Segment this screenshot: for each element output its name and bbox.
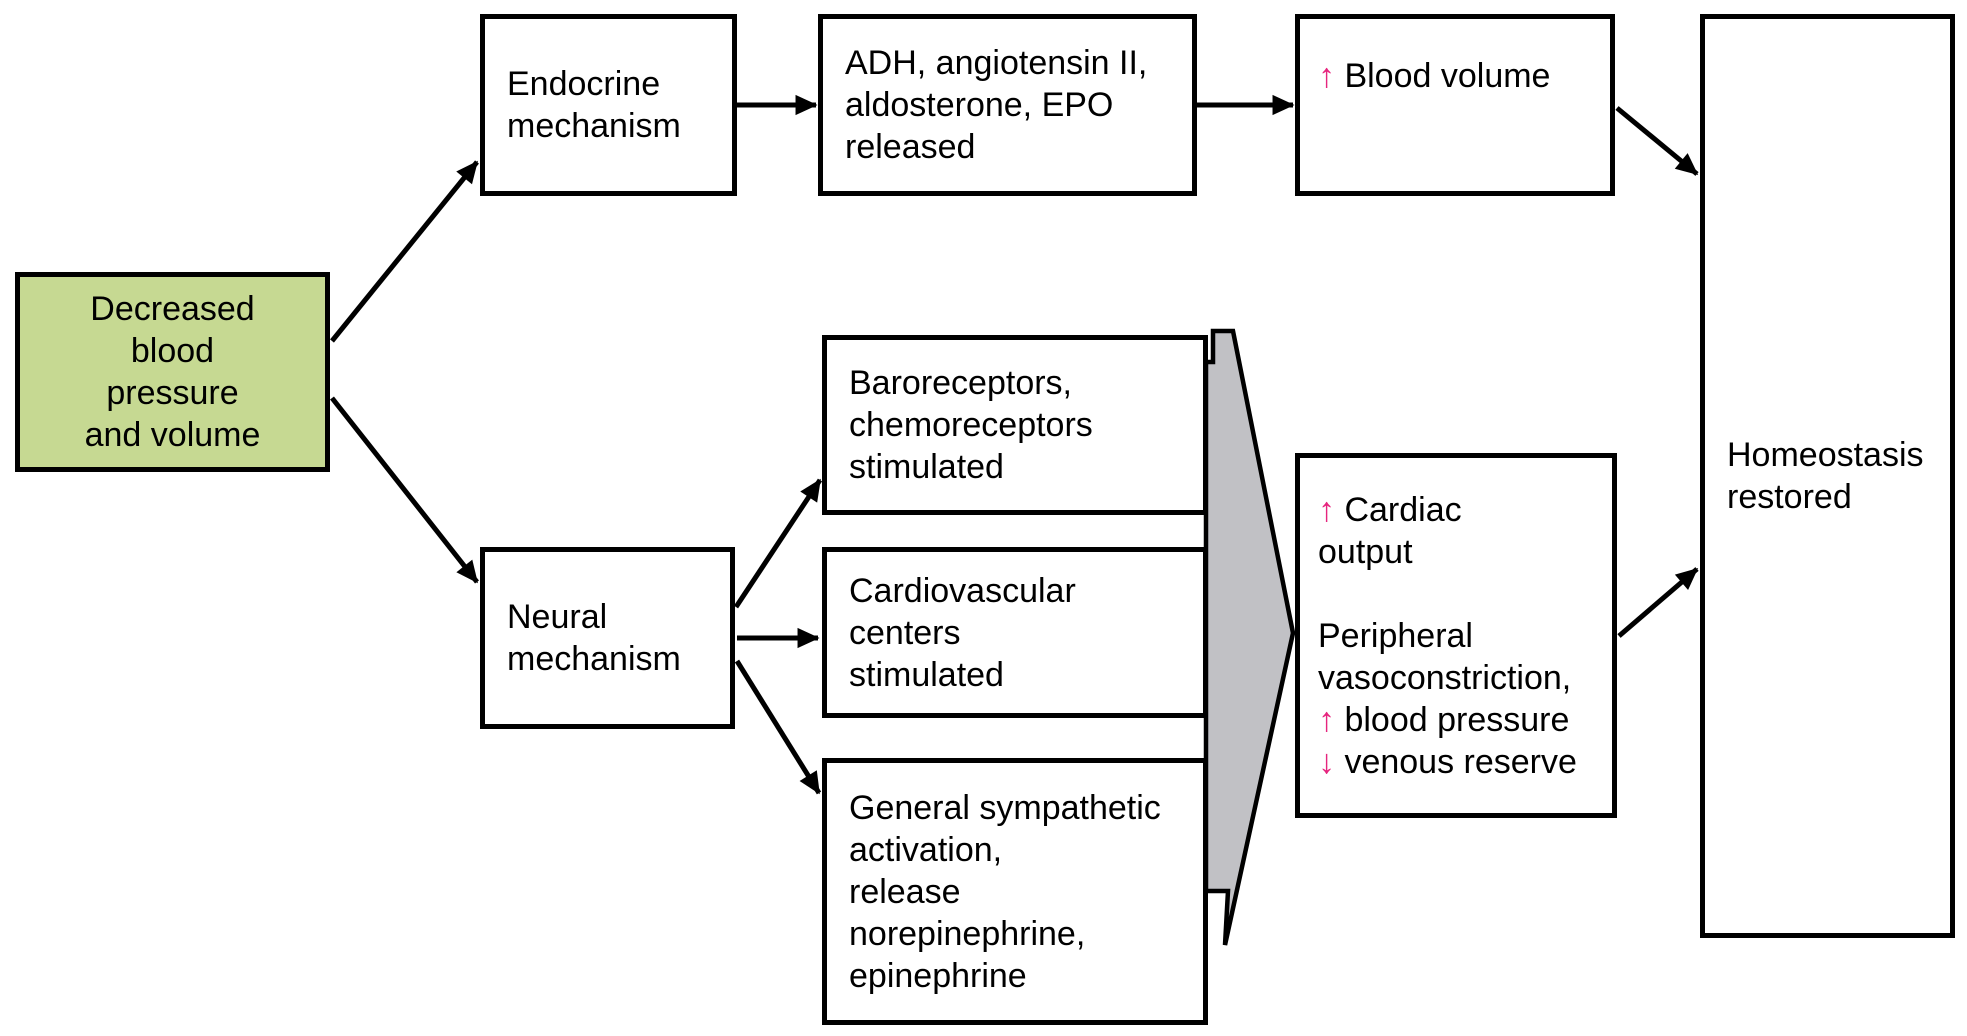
cardiac-line-text: Peripheral	[1318, 616, 1473, 655]
node-sympathetic-activation: General sympathetic activation, release …	[822, 758, 1208, 1025]
cardiac-line: output	[1318, 531, 1413, 573]
arrow-bloodvolume-to-homeostasis	[1615, 106, 1699, 176]
arrow-cardiac-to-homeostasis	[1617, 567, 1699, 638]
node-adh-released-label: ADH, angiotensin II, aldosterone, EPO re…	[845, 44, 1148, 166]
node-adh-released: ADH, angiotensin II, aldosterone, EPO re…	[818, 14, 1197, 196]
node-baroreceptors-stimulated-label: Baroreceptors, chemoreceptors stimulated	[849, 364, 1093, 486]
arrow-decreased-to-neural	[330, 396, 479, 584]
node-cardiac-output-effects: ↑ Cardiac output Peripheral vasoconstric…	[1295, 453, 1617, 818]
cardiac-line-text: Cardiac	[1335, 490, 1462, 529]
cardiac-line: ↓ venous reserve	[1318, 741, 1577, 783]
node-homeostasis-restored-label: Homeostasis restored	[1727, 436, 1924, 516]
node-sympathetic-activation-label: General sympathetic activation, release …	[849, 788, 1161, 995]
cardiac-line-text: blood pressure	[1335, 700, 1570, 739]
cardiac-line-text: venous reserve	[1335, 742, 1577, 781]
cardiac-line: ↑ Cardiac	[1318, 489, 1462, 531]
node-cardiovascular-centers: Cardiovascular centers stimulated	[822, 547, 1208, 718]
node-baroreceptors-stimulated: Baroreceptors, chemoreceptors stimulated	[822, 335, 1208, 515]
node-decreased-blood-pressure-label: Decreased blood pressure and volume	[84, 290, 261, 454]
arrow-decreased-to-endocrine	[330, 160, 479, 343]
arrow-neural-to-baroreceptors	[733, 478, 823, 609]
node-homeostasis-restored: Homeostasis restored	[1700, 14, 1955, 938]
cardiac-line-text: output	[1318, 532, 1413, 571]
node-blood-volume: ↑ Blood volume	[1295, 14, 1615, 196]
arrow-neural-to-sympathetic	[734, 659, 822, 795]
cardiac-line-text: vasoconstriction,	[1318, 658, 1572, 697]
cardiac-line: ↑ blood pressure	[1318, 699, 1569, 741]
node-endocrine-mechanism: Endocrine mechanism	[480, 14, 737, 196]
cardiac-line: vasoconstriction,	[1318, 657, 1571, 699]
cardiac-line: Peripheral	[1318, 615, 1473, 657]
node-blood-volume-label: Blood volume	[1335, 57, 1551, 95]
decrease-arrow-icon: ↓	[1318, 742, 1335, 781]
node-neural-mechanism: Neural mechanism	[480, 547, 735, 729]
node-cardiovascular-centers-label: Cardiovascular centers stimulated	[849, 571, 1076, 694]
increase-arrow-icon: ↑	[1318, 57, 1335, 95]
increase-arrow-icon: ↑	[1318, 700, 1335, 739]
increase-arrow-icon: ↑	[1318, 490, 1335, 529]
node-neural-mechanism-label: Neural mechanism	[507, 598, 681, 678]
funnel-arrow-shape	[1203, 328, 1296, 946]
node-endocrine-mechanism-label: Endocrine mechanism	[507, 65, 681, 145]
node-decreased-blood-pressure: Decreased blood pressure and volume	[15, 272, 330, 472]
